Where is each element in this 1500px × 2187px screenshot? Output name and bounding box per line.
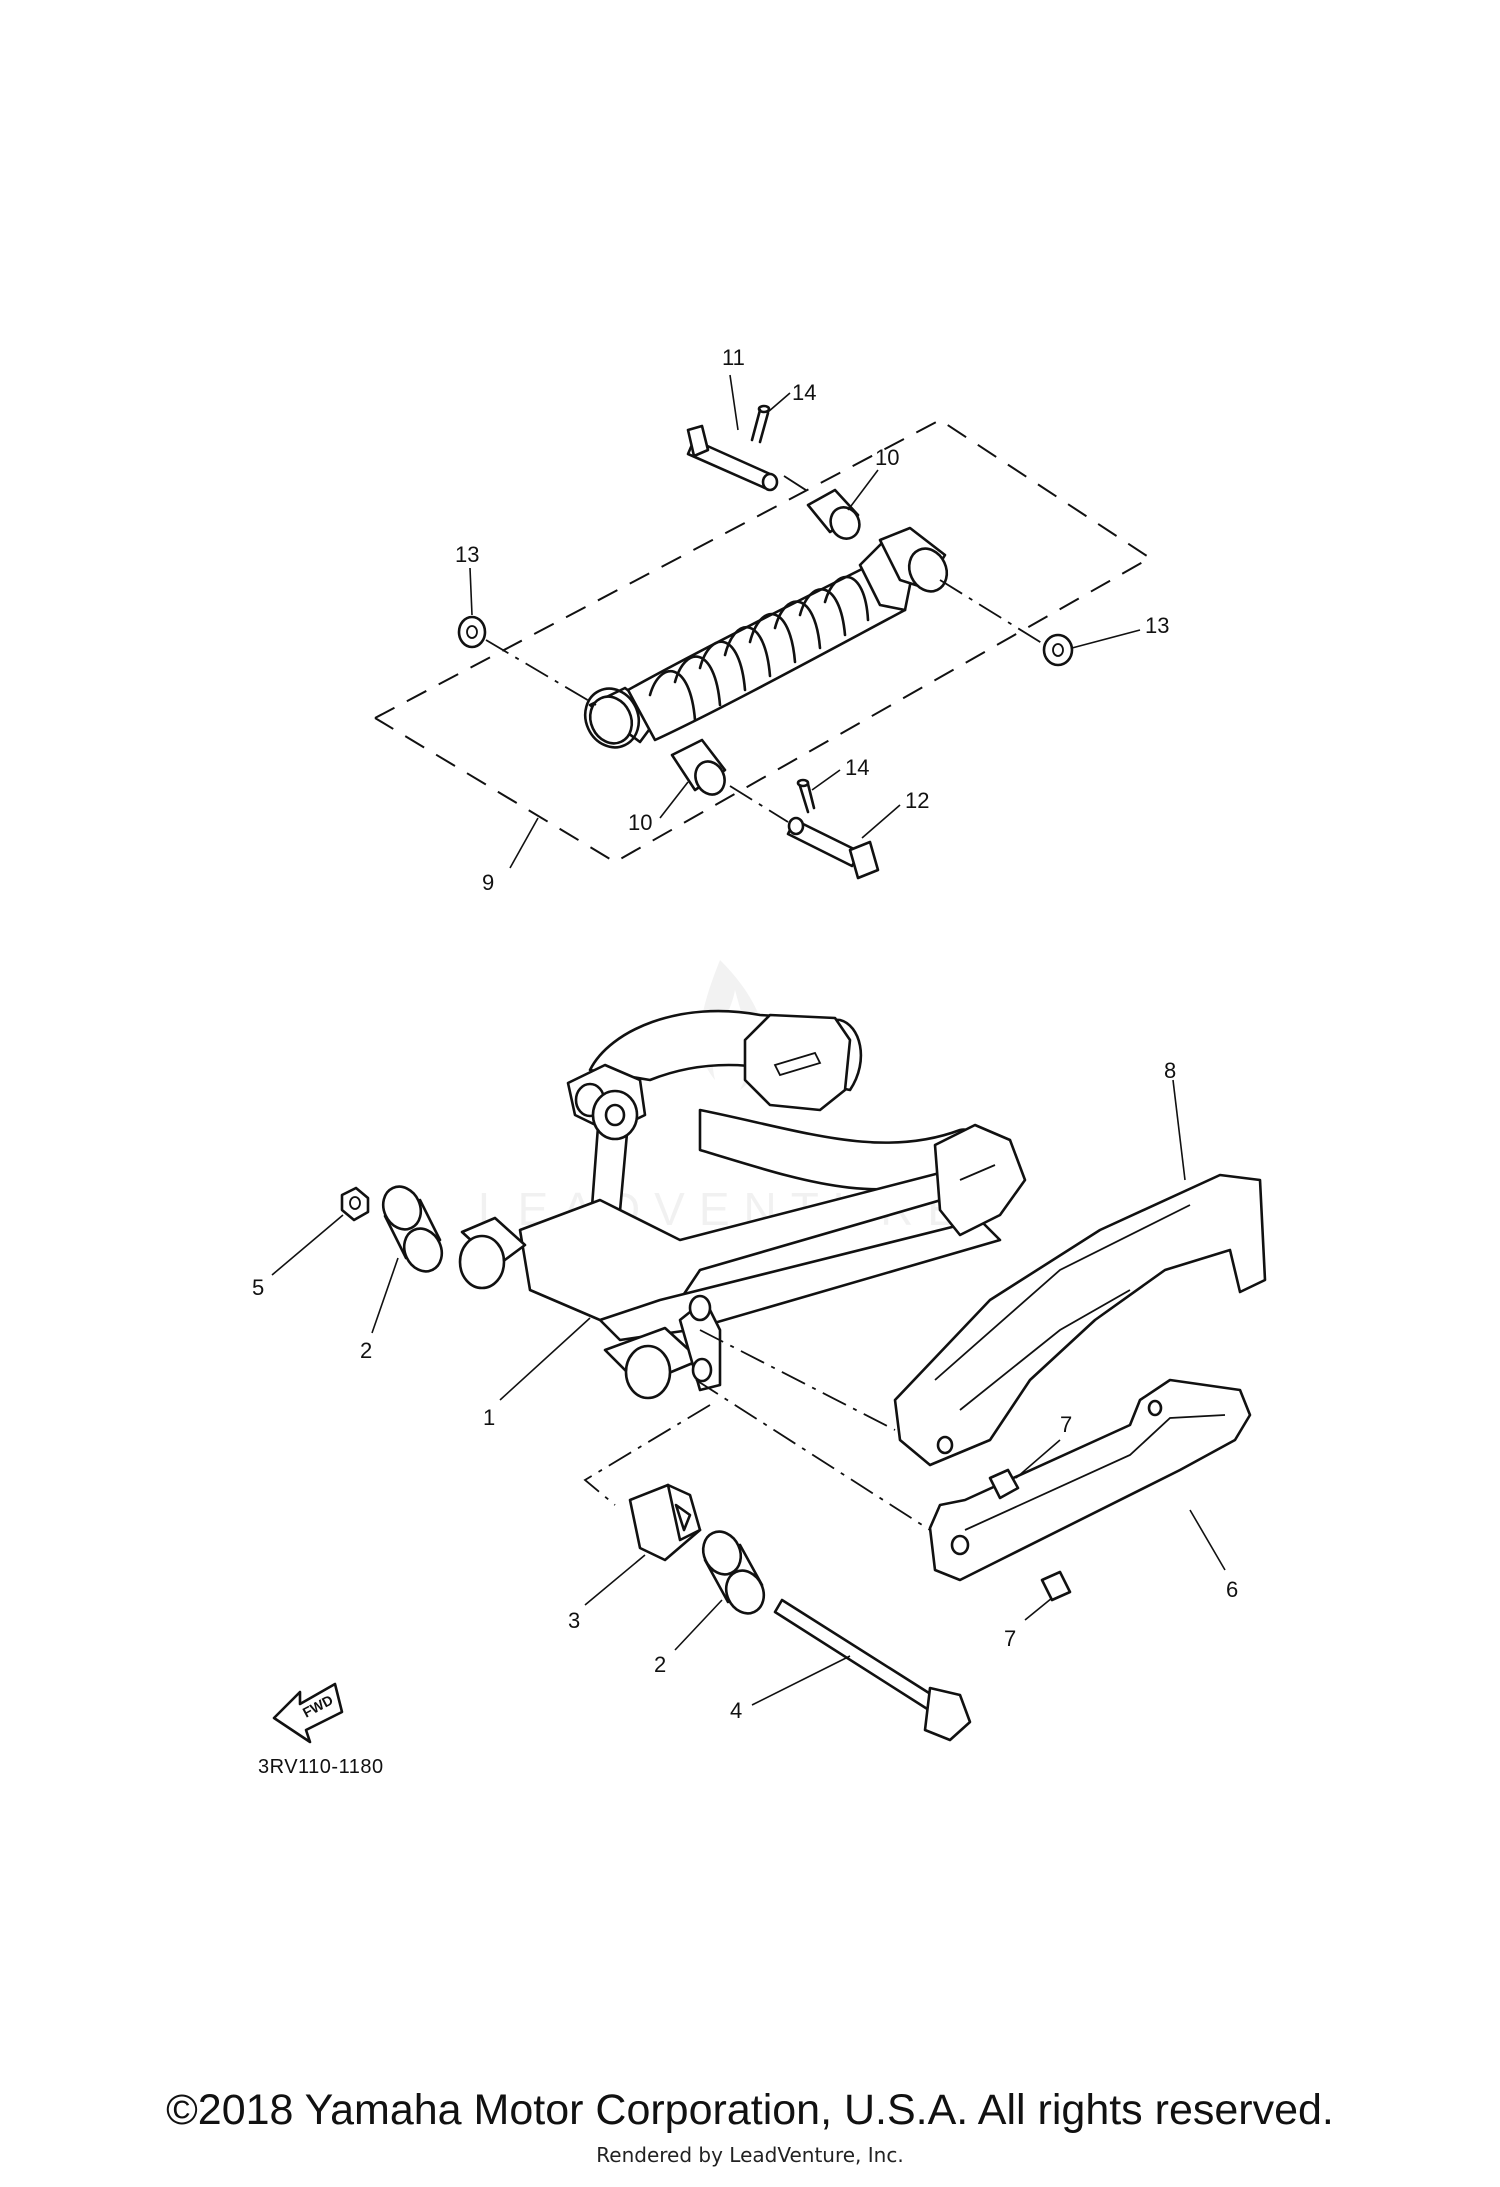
centerlines-upper bbox=[485, 475, 1046, 823]
pivot-shaft-4 bbox=[773, 1598, 972, 1742]
bushing-2-lower bbox=[701, 1530, 766, 1615]
callout-13-right: 13 bbox=[1145, 613, 1169, 638]
callout-6: 6 bbox=[1226, 1577, 1238, 1602]
callout-10-upper: 10 bbox=[875, 445, 899, 470]
callout-11: 11 bbox=[722, 345, 745, 370]
bushing-3 bbox=[628, 1483, 702, 1562]
nut-5 bbox=[340, 1186, 370, 1222]
washer-13-right bbox=[1042, 633, 1074, 667]
callout-1: 1 bbox=[483, 1405, 495, 1430]
callout-2-lower: 2 bbox=[654, 1652, 666, 1677]
callout-14-upper: 14 bbox=[792, 380, 816, 405]
chain-guard-8 bbox=[893, 1173, 1267, 1467]
callout-2-upper: 2 bbox=[360, 1338, 372, 1363]
callout-5: 5 bbox=[252, 1275, 264, 1300]
diagram-code: 3RV110-1180 bbox=[258, 1756, 384, 1778]
callout-10-lower: 10 bbox=[628, 810, 652, 835]
copyright-notice: ©2018 Yamaha Motor Corporation, U.S.A. A… bbox=[166, 2086, 1334, 2134]
shock-assembly-frame bbox=[374, 418, 1152, 864]
callout-8: 8 bbox=[1164, 1058, 1176, 1083]
bushing-2-upper bbox=[381, 1185, 444, 1273]
bolt-11 bbox=[686, 424, 779, 492]
cotter-pin-14-lower bbox=[796, 778, 816, 814]
bolt-7-lower bbox=[1040, 1570, 1072, 1602]
collar-10-lower bbox=[670, 738, 727, 796]
callout-12: 12 bbox=[905, 788, 929, 813]
washer-13-left bbox=[457, 615, 487, 649]
chain-guard-6 bbox=[928, 1378, 1252, 1582]
rear-shock-absorber bbox=[583, 526, 949, 749]
bolt-12 bbox=[786, 816, 880, 880]
callout-13-left: 13 bbox=[455, 542, 479, 567]
callout-9: 9 bbox=[482, 870, 494, 895]
cotter-pin-14-upper bbox=[750, 404, 771, 444]
callouts: 11 14 10 13 13 14 12 10 9 8 5 2 bbox=[252, 345, 1238, 1723]
callout-7-lower: 7 bbox=[1004, 1626, 1016, 1651]
fwd-arrow-icon: FWD bbox=[272, 1682, 344, 1744]
bolt-7-upper bbox=[988, 1468, 1020, 1500]
centerlines-lower bbox=[583, 1329, 931, 1531]
callout-3: 3 bbox=[568, 1608, 580, 1633]
callout-14-lower: 14 bbox=[845, 755, 869, 780]
rendered-by-notice: Rendered by LeadVenture, Inc. bbox=[596, 2143, 904, 2167]
swingarm bbox=[458, 1009, 1027, 1400]
callout-4: 4 bbox=[730, 1698, 742, 1723]
collar-10-upper bbox=[806, 488, 861, 540]
callout-7-upper: 7 bbox=[1060, 1412, 1072, 1437]
